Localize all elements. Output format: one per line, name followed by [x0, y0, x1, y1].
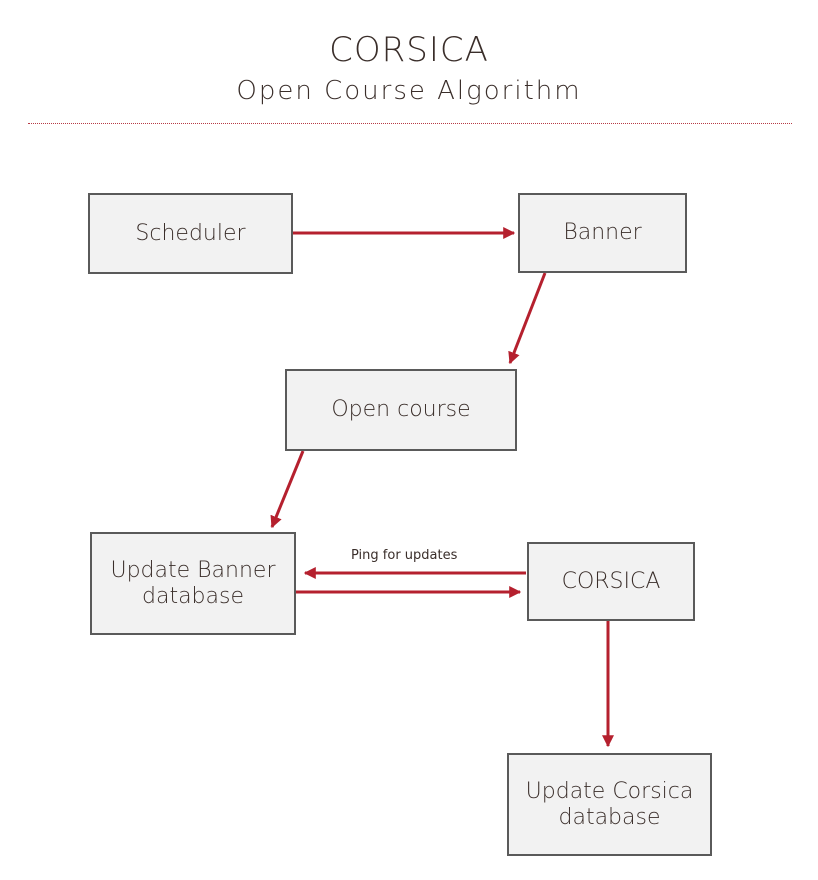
edge-banner-to-open-course: [508, 272, 547, 365]
node-corsica: CORSICA: [527, 542, 695, 621]
header-divider: [28, 123, 792, 124]
node-update-corsica-database: Update Corsica database: [507, 753, 712, 856]
page-title: CORSICA: [329, 30, 489, 70]
node-scheduler: Scheduler: [88, 193, 293, 274]
node-update-banner-database: Update Banner database: [90, 532, 296, 635]
page-subtitle: Open Course Algorithm: [236, 76, 582, 106]
edge-label-ping: Ping for updates: [351, 548, 458, 563]
edge-open-course-to-update-banner-db: [270, 450, 305, 529]
node-banner: Banner: [518, 193, 687, 273]
node-open-course: Open course: [285, 369, 517, 451]
